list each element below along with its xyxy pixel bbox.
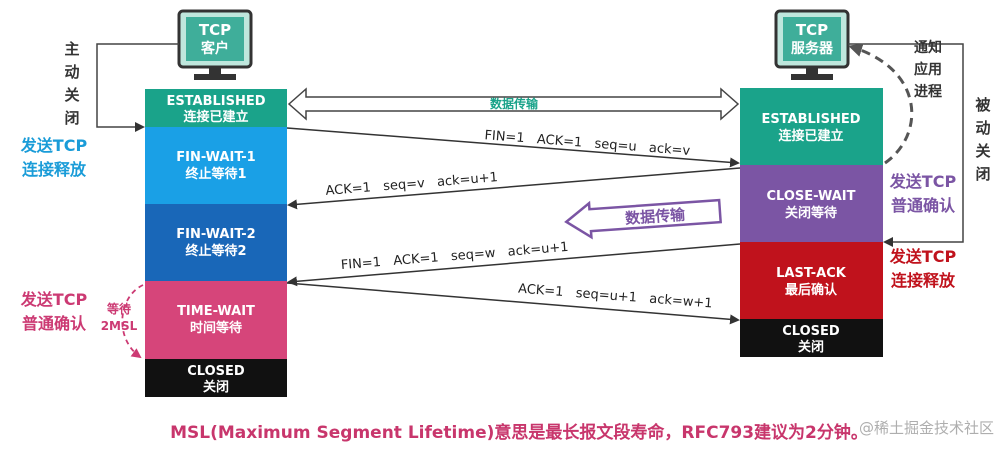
server-data-transfer-arrow: 数据传输 bbox=[564, 198, 723, 240]
message-fin-1-label: FIN=1 ACK=1 seq=u ack=v bbox=[484, 128, 691, 159]
client-state-column: ESTABLISHED 连接已建立 FIN-WAIT-1 终止等待1 FIN-W… bbox=[145, 89, 287, 397]
client-state-fin-wait-2-zh: 终止等待2 bbox=[185, 243, 246, 259]
notify-label-1: 通知 bbox=[914, 39, 942, 56]
client-state-fin-wait-1-en: FIN-WAIT-1 bbox=[176, 150, 255, 165]
server-data-transfer-label: 数据传输 bbox=[625, 206, 687, 228]
wait-2msl-label-2: 2MSL bbox=[101, 319, 138, 333]
server-state-column: ESTABLISHED 连接已建立 CLOSE-WAIT 关闭等待 LAST-A… bbox=[740, 88, 883, 357]
client-title-line2: 客户 bbox=[200, 40, 229, 57]
message-ack-2-label: ACK=1 seq=u+1 ack=w+1 bbox=[518, 282, 713, 312]
client-release-note-2: 连接释放 bbox=[22, 160, 87, 179]
client-state-time-wait-zh: 时间等待 bbox=[190, 320, 242, 336]
client-state-closed-zh: 关闭 bbox=[203, 379, 229, 395]
client-release-note: 发送TCP 连接释放 bbox=[20, 136, 88, 179]
message-ack-2: ACK=1 seq=u+1 ack=w+1 bbox=[286, 282, 740, 325]
client-state-closed-en: CLOSED bbox=[187, 364, 245, 379]
client-active-close-bracket: 主 动 关 闭 bbox=[64, 40, 179, 132]
server-release-note-1: 发送TCP bbox=[889, 247, 957, 266]
server-passive-close-label-2: 动 bbox=[975, 119, 990, 137]
client-ack-note-2: 普通确认 bbox=[22, 314, 87, 333]
server-computer-icon: TCP 服务器 bbox=[774, 9, 850, 80]
client-state-time-wait-en: TIME-WAIT bbox=[177, 304, 255, 319]
server-passive-close-label-3: 关 bbox=[975, 142, 990, 160]
client-release-note-1: 发送TCP bbox=[20, 136, 88, 155]
client-state-fin-wait-2-en: FIN-WAIT-2 bbox=[176, 227, 255, 242]
server-state-close-wait-zh: 关闭等待 bbox=[785, 205, 837, 221]
client-state-fin-wait-1-zh: 终止等待1 bbox=[185, 166, 246, 182]
server-state-established-zh: 连接已建立 bbox=[778, 128, 843, 144]
data-transfer-label: 数据传输 bbox=[490, 96, 539, 111]
server-state-last-ack-en: LAST-ACK bbox=[776, 266, 847, 281]
server-passive-close-label-4: 闭 bbox=[975, 165, 990, 183]
message-ack-1: ACK=1 seq=v ack=u+1 bbox=[287, 167, 741, 210]
client-active-close-label-4: 闭 bbox=[64, 109, 79, 127]
footer-note: MSL(Maximum Segment Lifetime)意思是最长报文段寿命，… bbox=[170, 422, 868, 443]
client-ack-note-1: 发送TCP bbox=[20, 290, 88, 309]
notify-label-3: 进程 bbox=[914, 84, 942, 100]
client-computer-icon: TCP 客户 bbox=[177, 9, 253, 80]
server-state-established-en: ESTABLISHED bbox=[761, 112, 860, 127]
server-state-last-ack-zh: 最后确认 bbox=[785, 282, 838, 298]
server-passive-close-bracket: 被 动 关 闭 bbox=[848, 43, 991, 247]
wait-2msl-label-1: 等待 bbox=[106, 301, 131, 316]
server-state-close-wait-en: CLOSE-WAIT bbox=[767, 189, 856, 204]
server-release-note-2: 连接释放 bbox=[891, 271, 956, 290]
watermark: @稀土掘金技术社区 bbox=[859, 419, 994, 437]
data-transfer-double-arrow: 数据传输 bbox=[287, 87, 740, 121]
client-title-line1: TCP bbox=[199, 21, 231, 39]
server-state-closed-en: CLOSED bbox=[782, 324, 840, 339]
message-fin-1: FIN=1 ACK=1 seq=u ack=v bbox=[286, 127, 740, 168]
notify-app-arrow: 通知 应用 进程 bbox=[848, 39, 942, 165]
client-active-close-label-2: 动 bbox=[64, 63, 79, 81]
server-title-line2: 服务器 bbox=[791, 40, 834, 57]
client-state-established-en: ESTABLISHED bbox=[166, 94, 265, 109]
server-ack-note: 发送TCP 普通确认 bbox=[889, 172, 957, 215]
client-active-close-label-1: 主 bbox=[64, 40, 79, 58]
message-fin-2: FIN=1 ACK=1 seq=w ack=u+1 bbox=[287, 240, 741, 287]
server-release-note: 发送TCP 连接释放 bbox=[889, 247, 957, 290]
client-state-established-zh: 连接已建立 bbox=[183, 109, 248, 125]
server-state-closed-zh: 关闭 bbox=[798, 339, 824, 355]
wait-2msl-loop: 等待 2MSL bbox=[101, 284, 144, 359]
server-ack-note-1: 发送TCP bbox=[889, 172, 957, 191]
server-title-line1: TCP bbox=[796, 21, 828, 39]
server-ack-note-2: 普通确认 bbox=[891, 196, 956, 215]
notify-label-2: 应用 bbox=[914, 61, 942, 78]
client-active-close-label-3: 关 bbox=[64, 86, 79, 104]
server-passive-close-label-1: 被 bbox=[975, 96, 991, 114]
client-ack-note: 发送TCP 普通确认 bbox=[20, 290, 88, 333]
